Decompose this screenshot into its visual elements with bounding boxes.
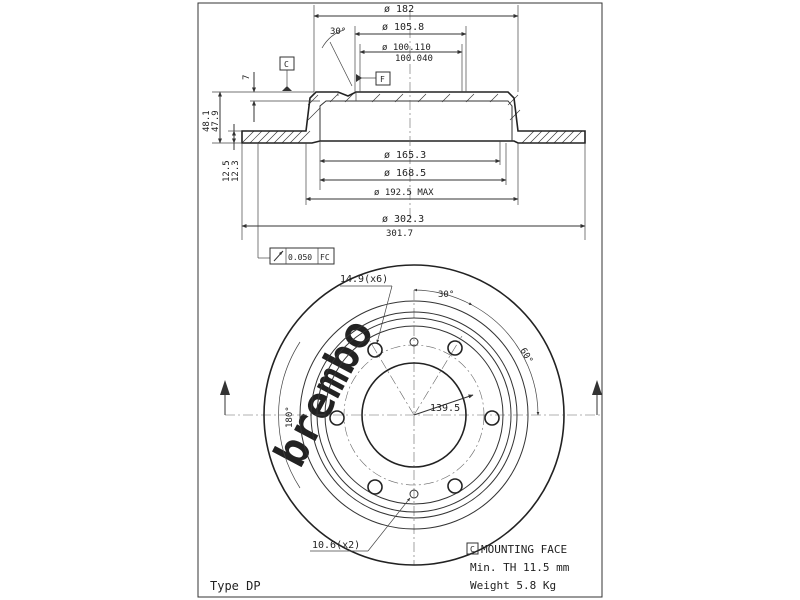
legend-datum-letter: C — [470, 545, 475, 554]
small-hole — [409, 337, 419, 347]
runout-tolerance-frame — [269, 247, 335, 265]
bolt-holes — [329, 340, 500, 495]
dim-pcd: 139.5 — [430, 403, 460, 414]
legend: C MOUNTING FACE Min. TH 11.5 mm Weight 5… — [466, 542, 570, 592]
small-hole — [409, 489, 419, 499]
dim-h12-3: 12.3 — [231, 160, 241, 182]
legend-mounting-face: MOUNTING FACE — [481, 543, 567, 556]
dim-angle-180: 180° — [285, 406, 295, 428]
drawing-frame — [197, 2, 603, 598]
bolt-hole — [484, 410, 500, 426]
dim-angle-60: 60° — [517, 347, 534, 366]
bolt-hole — [447, 478, 463, 494]
dim-d182: ø 182 — [384, 4, 414, 15]
bolt-hole — [329, 410, 345, 426]
runout-tolerance-value: 0.050 — [288, 253, 312, 262]
dim-small-hole-label: 10.6(x2) — [312, 540, 360, 551]
dim-h7: 7 — [242, 75, 252, 80]
dim-d168-5: ø 168.5 — [384, 168, 426, 179]
dim-h12-5: 12.5 — [222, 160, 232, 182]
datum-f-box — [375, 71, 391, 86]
datum-f-label: F — [380, 75, 385, 84]
dim-d105-8: ø 105.8 — [382, 22, 424, 33]
dim-h48-1: 48.1 — [202, 110, 212, 132]
legend-weight: Weight 5.8 Kg — [470, 579, 556, 592]
dim-d100-110: ø 100.110 — [382, 43, 431, 53]
dim-d301-7: 301.7 — [386, 229, 413, 239]
hub-flange — [324, 325, 504, 505]
plan-view: 30° 60° 180° 139.5 14.9(x6) 10.6(x2) — [220, 264, 602, 566]
type-label: Type DP — [210, 579, 261, 593]
center-bore — [361, 362, 467, 468]
flange-hatch-right — [521, 130, 583, 144]
legend-min-thickness: Min. TH 11.5 mm — [470, 561, 570, 574]
disc-outer-edge — [263, 264, 565, 566]
dim-d165-3: ø 165.3 — [384, 150, 426, 161]
dim-hole-label: 14.9(x6) — [340, 274, 388, 285]
section-arrow-right — [592, 380, 602, 395]
bolt-hole — [447, 340, 463, 356]
bolt-hole — [367, 479, 383, 495]
disc-profile — [241, 91, 586, 144]
runout-datum-ref: FC — [320, 253, 330, 262]
bolt-hole — [367, 342, 383, 358]
section-view: ø 182 ø 105.8 ø 100.110 100.040 30° F C … — [202, 4, 586, 265]
dim-angle-30-bottom: 30° — [438, 290, 454, 300]
dim-angle-30-top: 30° — [330, 27, 346, 37]
dim-h47-9: 47.9 — [211, 110, 221, 132]
hat-inner — [316, 317, 512, 513]
dim-d192-5: ø 192.5 MAX — [374, 188, 434, 198]
section-arrow-left — [220, 380, 230, 395]
hat-outer — [310, 311, 518, 519]
hat-hatch — [307, 93, 521, 121]
dim-d302-3: ø 302.3 — [382, 214, 424, 225]
flange-hatch-left — [241, 130, 311, 144]
datum-c-label: C — [284, 60, 289, 69]
hat-inner-profile — [319, 100, 513, 141]
legend-datum-box — [466, 542, 479, 555]
dim-d100-040: 100.040 — [395, 54, 433, 64]
